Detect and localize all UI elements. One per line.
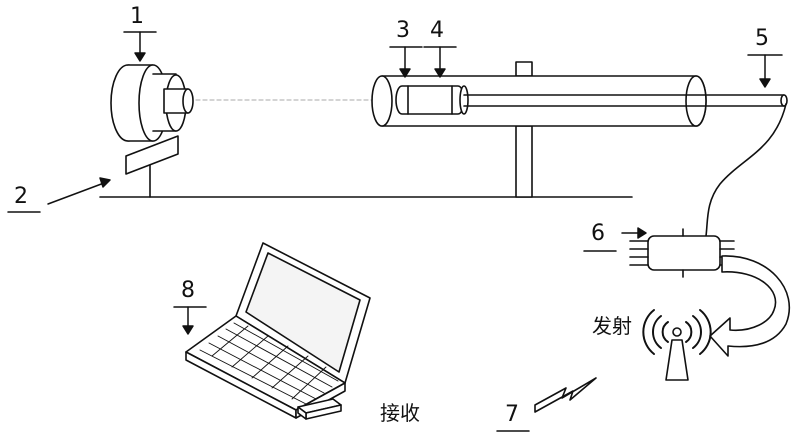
label-8: 8 [181, 278, 195, 303]
receive-label: 接收 [380, 401, 420, 425]
antenna-icon [642, 309, 712, 381]
probe-rod [463, 94, 788, 107]
transmitter-module [629, 228, 735, 278]
label-6: 6 [591, 221, 605, 246]
signal-cable [705, 103, 787, 237]
label-5: 5 [755, 26, 769, 51]
transmit-label: 发射 [592, 314, 632, 338]
sensor-capsule [395, 85, 469, 115]
wireless-signal-icon [534, 377, 597, 413]
label-1: 1 [130, 4, 144, 29]
curved-arrow [709, 255, 791, 357]
light-source-unit [110, 64, 194, 198]
callout-lines [7, 31, 783, 432]
laptop-receiver [185, 242, 371, 420]
label-3: 3 [396, 18, 410, 43]
tube-support-post [515, 61, 533, 198]
label-7: 7 [505, 402, 519, 427]
label-2: 2 [14, 184, 28, 209]
label-4: 4 [430, 18, 444, 43]
